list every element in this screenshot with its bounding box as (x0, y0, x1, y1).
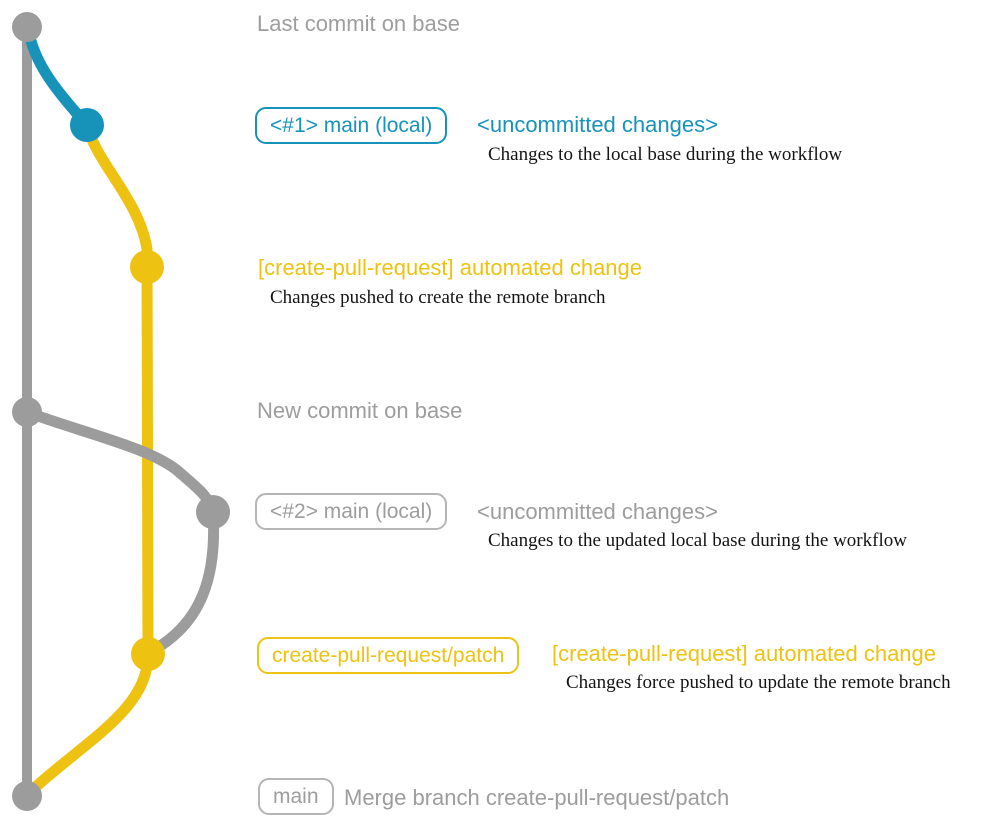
automated-change-desc-1: Changes pushed to create the remote bran… (270, 287, 606, 308)
patch-branch-line (81, 119, 154, 660)
commit-node-last-base (12, 12, 42, 42)
commit-node-uncommitted-2 (196, 495, 230, 529)
automated-change-label-2: [create-pull-request] automated change (552, 641, 937, 666)
uncommitted-changes-desc-2: Changes to the updated local base during… (488, 530, 907, 551)
automated-change-label-1: [create-pull-request] automated change (258, 255, 643, 280)
branch-badge-patch: create-pull-request/patch (257, 637, 520, 674)
commit-node-automated-1 (130, 250, 164, 284)
last-commit-title: Last commit on base (257, 11, 460, 36)
branch-badge-main: main (258, 778, 334, 815)
local-main-branch-line (22, 22, 93, 131)
merge-commit-label: Merge branch create-pull-request/patch (344, 785, 730, 810)
patch-merge-line (24, 648, 154, 798)
branch-badge-main-local-2: <#2> main (local) (255, 493, 448, 530)
commit-node-merge (12, 781, 42, 811)
branch-badge-main-local-1: <#1> main (local) (255, 107, 448, 144)
new-commit-title: New commit on base (257, 398, 463, 423)
uncommitted-changes-label-1: <uncommitted changes> (477, 112, 718, 137)
uncommitted-changes-desc-1: Changes to the local base during the wor… (488, 144, 843, 165)
automated-change-desc-2: Changes force pushed to update the remot… (566, 672, 951, 693)
updated-local-main-line (21, 406, 219, 518)
rebase-line (146, 506, 220, 657)
commit-node-new-base (12, 397, 42, 427)
commit-node-automated-2 (131, 637, 165, 671)
uncommitted-changes-label-2: <uncommitted changes> (477, 499, 718, 524)
commit-node-uncommitted-1 (70, 108, 104, 142)
